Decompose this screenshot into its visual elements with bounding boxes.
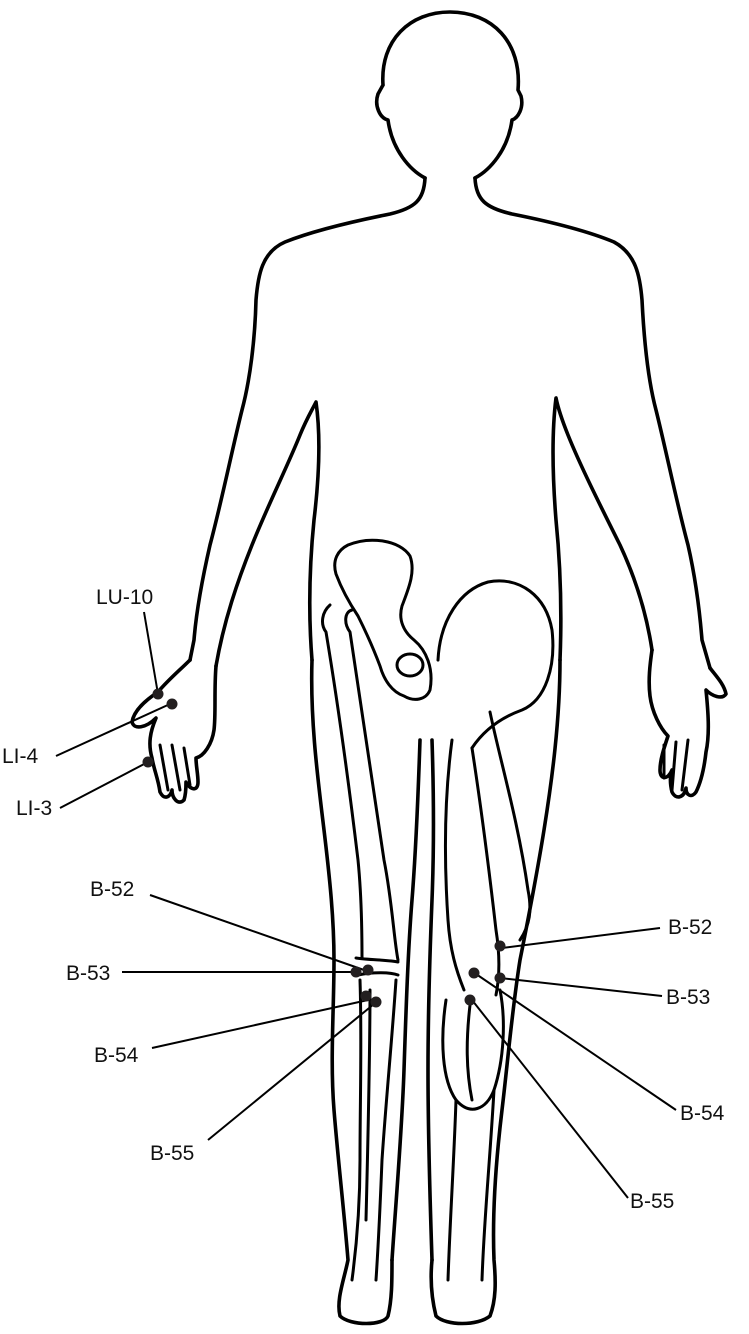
right-hand	[649, 650, 726, 797]
point-b55-right	[465, 995, 476, 1006]
leader-b53-right	[500, 978, 662, 996]
point-lu10	[153, 689, 164, 700]
knee-left	[356, 958, 398, 975]
left-hand	[132, 660, 216, 802]
label-li4: LI-4	[2, 745, 39, 768]
hamstring-outer	[490, 712, 530, 940]
point-b53-right	[495, 973, 506, 984]
label-b54-left: B-54	[94, 1044, 139, 1067]
point-li3	[143, 757, 154, 768]
hip-socket	[397, 654, 423, 676]
label-b55-left: B-55	[150, 1142, 194, 1165]
label-b53-left: B-53	[66, 962, 110, 985]
acupuncture-points	[143, 689, 506, 1008]
point-b52-left	[363, 965, 374, 976]
leader-b54-left	[152, 1000, 368, 1048]
label-b53-right: B-53	[666, 986, 710, 1009]
label-b52-left: B-52	[90, 878, 134, 901]
head-outline	[377, 12, 522, 178]
left-inner-arm	[216, 402, 319, 666]
gluteus	[438, 581, 553, 748]
leader-b55-left	[208, 1004, 374, 1140]
label-lu10: LU-10	[96, 586, 153, 609]
point-b55-left	[371, 997, 382, 1008]
point-b54-left	[361, 991, 372, 1002]
right-inner-arm	[553, 398, 652, 660]
right-leg-inner	[428, 740, 434, 1260]
label-b52-right: B-52	[668, 916, 712, 939]
hamstring-inner	[445, 740, 499, 995]
point-li4	[167, 699, 178, 710]
right-arm-outer	[475, 178, 710, 668]
point-b52-right	[495, 941, 506, 952]
right-fingers	[664, 740, 688, 790]
leader-li3	[60, 762, 148, 808]
label-li3: LI-3	[16, 797, 52, 820]
leader-lu10	[144, 612, 158, 694]
point-b54-right	[469, 968, 480, 979]
point-b53-left	[351, 967, 362, 978]
tibia-left	[352, 980, 396, 1280]
achilles	[448, 1090, 494, 1280]
femur-left	[323, 605, 398, 960]
label-b55-right: B-55	[630, 1190, 674, 1213]
left-leg-inner	[392, 740, 420, 1260]
point-labels: LU-10 LI-4 LI-3 B-52 B-53 B-54 B-55 B-52…	[2, 586, 725, 1213]
label-b54-right: B-54	[680, 1102, 725, 1125]
